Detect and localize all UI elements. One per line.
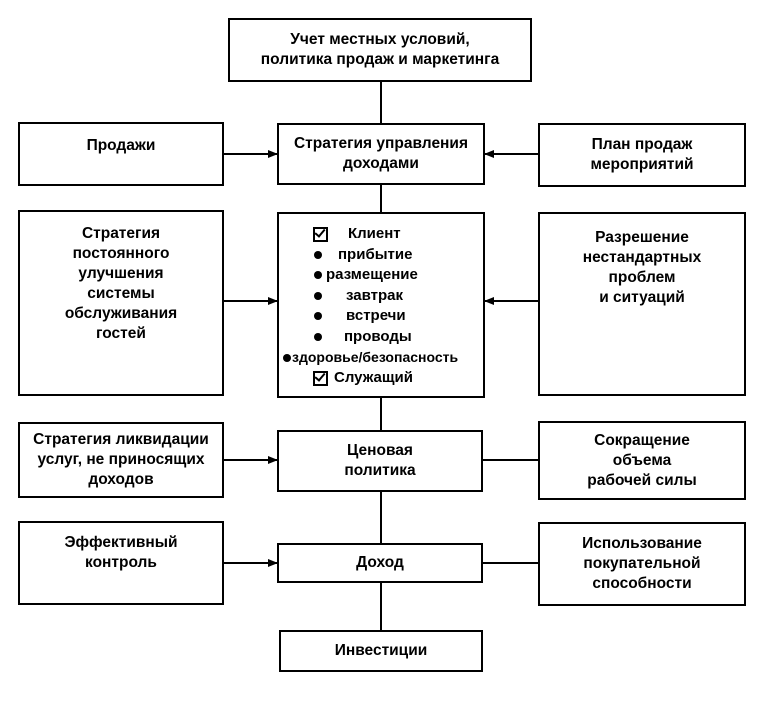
employee-row: Служащий [313,368,413,389]
list-item: встречи [314,306,406,327]
investments-box: Инвестиции [279,630,483,672]
sales-plan-box: План продаж мероприятий [538,123,746,187]
checkbox-icon [313,370,328,386]
client-label: Клиент [348,225,401,242]
client-row: Клиент [313,224,401,245]
list-item: завтрак [314,286,403,307]
local-conditions-box: Учет местных условий, политика продаж и … [228,18,532,82]
liquidation-strategy-text: Стратегия ликвидации услуг, не приносящи… [33,431,209,488]
pricing-policy-text: Ценовая политика [344,442,416,479]
list-item: проводы [314,327,412,348]
sales-text: Продажи [86,137,156,154]
workforce-reduction-box: Сокращение объема рабочей силы [538,421,746,500]
pricing-policy-box: Ценовая политика [277,430,483,492]
bullet-icon [314,333,322,342]
employee-label: Служащий [334,369,413,386]
improvement-strategy-box: Стратегия постоянного улучшения системы … [18,210,224,396]
list-item: прибытие [314,245,412,266]
bullet-icon [314,292,322,301]
revenue-strategy-box: Стратегия управления доходами [277,123,485,185]
checkbox-icon [313,226,328,242]
revenue-strategy-text: Стратегия управления доходами [293,135,468,172]
bullet-icon [283,354,291,363]
effective-control-box: Эффективный контроль [18,521,224,605]
income-box: Доход [277,543,483,583]
nonstandard-problems-box: Разрешение нестандартных проблем и ситуа… [538,212,746,396]
local-conditions-text: Учет местных условий, политика продаж и … [260,31,500,68]
purchasing-power-text: Использование покупательной способности [582,535,702,592]
sales-box: Продажи [18,122,224,186]
liquidation-strategy-box: Стратегия ликвидации услуг, не приносящи… [18,422,224,498]
bullet-icon [314,251,322,260]
effective-control-text: Эффективный контроль [64,534,178,571]
investments-text: Инвестиции [334,642,428,659]
bullet-icon [314,271,322,280]
list-item: размещение [314,265,418,286]
bullet-icon [314,312,322,321]
purchasing-power-box: Использование покупательной способности [538,522,746,606]
client-employee-box: Клиент прибытие размещение завтрак встре… [277,212,485,398]
workforce-reduction-text: Сокращение объема рабочей силы [587,431,697,489]
sales-plan-text: План продаж мероприятий [590,136,694,173]
list-item: здоровье/безопасность [283,347,458,369]
income-text: Доход [356,554,404,571]
improvement-strategy-text: Стратегия постоянного улучшения системы … [64,225,178,342]
nonstandard-problems-text: Разрешение нестандартных проблем и ситуа… [582,229,702,306]
